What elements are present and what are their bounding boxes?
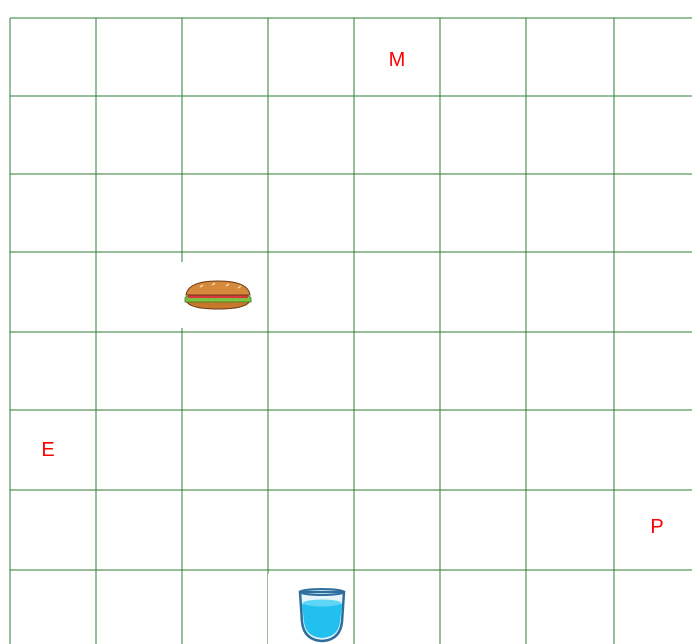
marker-m: M <box>389 49 406 71</box>
sandwich-cell <box>180 262 260 328</box>
marker-e: E <box>41 439 54 461</box>
marker-p: P <box>650 516 663 538</box>
water-glass-cell <box>268 574 352 644</box>
sandwich-icon <box>185 281 251 309</box>
water-glass-icon <box>300 589 344 641</box>
